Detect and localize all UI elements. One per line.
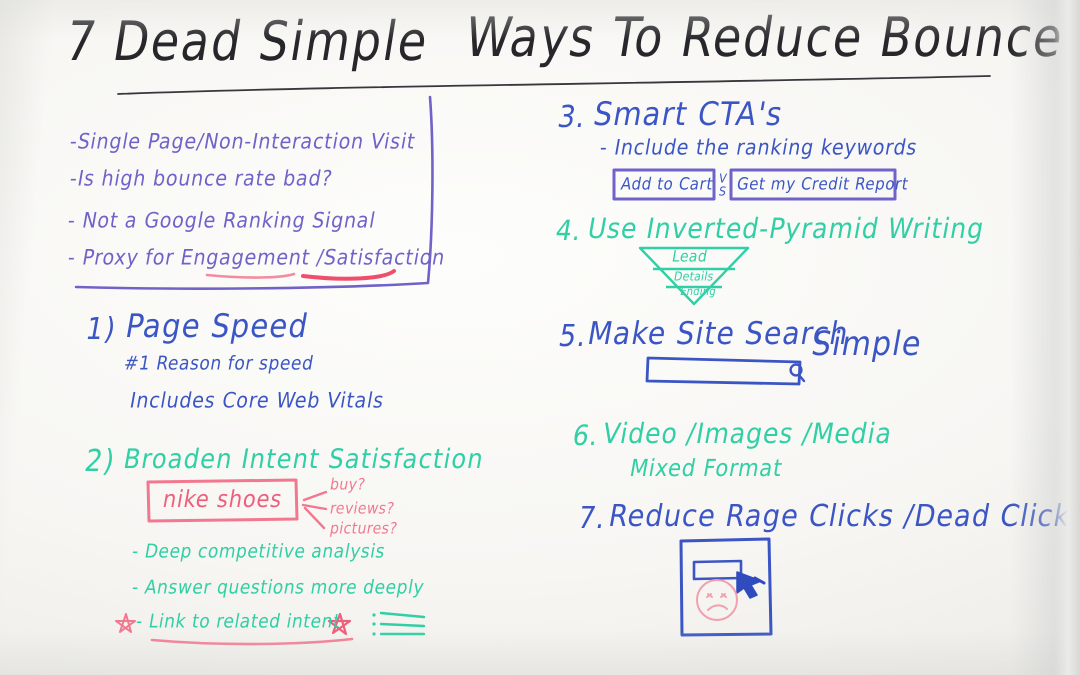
intro-bullet-2: - Not a Google Ranking Signal — [65, 208, 378, 234]
intro-bullet-1: -Is high bounce rate bad? — [67, 166, 335, 192]
section-3-number: 3. — [554, 100, 590, 135]
section-1-line-1: Includes Core Web Vitals — [127, 388, 387, 414]
vs-label-bottom: S — [717, 184, 728, 199]
list-lines-icon — [372, 611, 426, 636]
section-1-number: 1) — [82, 312, 120, 347]
vs-label-top: V — [717, 171, 729, 186]
section-3-line-0: - Include the ranking keywords — [597, 135, 920, 161]
branch-label-pictures: pictures? — [328, 520, 399, 538]
section-2-heading: Broaden Intent Satisfaction — [121, 443, 487, 475]
branch-line-pictures — [303, 506, 326, 530]
pyramid-tier-details: Details — [672, 269, 715, 284]
section-3-heading: Smart CTA's — [590, 94, 787, 133]
query-box-text: nike shoes — [160, 485, 285, 513]
sad-face-icon — [696, 579, 738, 621]
section-2-number: 2) — [81, 444, 119, 479]
branch-label-reviews: reviews? — [328, 500, 396, 518]
section-7-number: 7. — [574, 501, 610, 536]
page-title-part-2: Ways To Reduce Bounce Rate — [460, 5, 1080, 69]
intro-bullet-3: - Proxy for Engagement /Satisfaction — [65, 245, 448, 271]
pyramid-tier-ending: Ending — [679, 286, 717, 299]
pyramid-tier-lead: Lead — [670, 248, 709, 266]
section-5-heading-tail: Simple — [808, 324, 926, 365]
intro-bullet-0: -Single Page/Non-Interaction Visit — [67, 129, 418, 155]
section-4-heading: Use Inverted-Pyramid Writing — [585, 212, 988, 245]
section-6-number: 6. — [570, 419, 602, 452]
section-1-heading: Page Speed — [122, 306, 312, 345]
section-4-number: 4. — [553, 214, 585, 247]
page-title-part-1: 7 Dead Simple — [60, 9, 434, 73]
cta-button-add-to-cart-label[interactable]: Add to Cart — [619, 173, 715, 195]
section-2-bullet-1: - Answer questions more deeply — [130, 576, 427, 600]
satisfaction-underline — [301, 269, 396, 281]
related-intent-underline — [150, 637, 354, 646]
branch-line-buy — [302, 490, 328, 502]
section-2-bullet-2: - Link to related intent — [134, 610, 343, 634]
section-2-bullet-0: - Deep competitive analysis — [130, 540, 388, 564]
engagement-underline — [205, 272, 296, 279]
section-6-heading: Video /Images /Media — [600, 417, 896, 450]
section-6-line-0: Mixed Format — [627, 454, 785, 482]
cta-button-credit-report-label[interactable]: Get my Credit Report — [735, 173, 911, 195]
section-1-line-0: #1 Reason for speed — [122, 352, 316, 376]
site-search-bar-drawing — [645, 356, 806, 386]
branch-label-buy: buy? — [328, 476, 367, 494]
browser-window-drawing — [679, 537, 773, 637]
title-underline — [117, 75, 991, 95]
branch-line-reviews — [301, 503, 328, 511]
cursor-arrow-icon — [736, 571, 766, 599]
section-7-heading: Reduce Rage Clicks /Dead Clicks — [605, 499, 1080, 534]
star-icon-left — [115, 613, 136, 633]
